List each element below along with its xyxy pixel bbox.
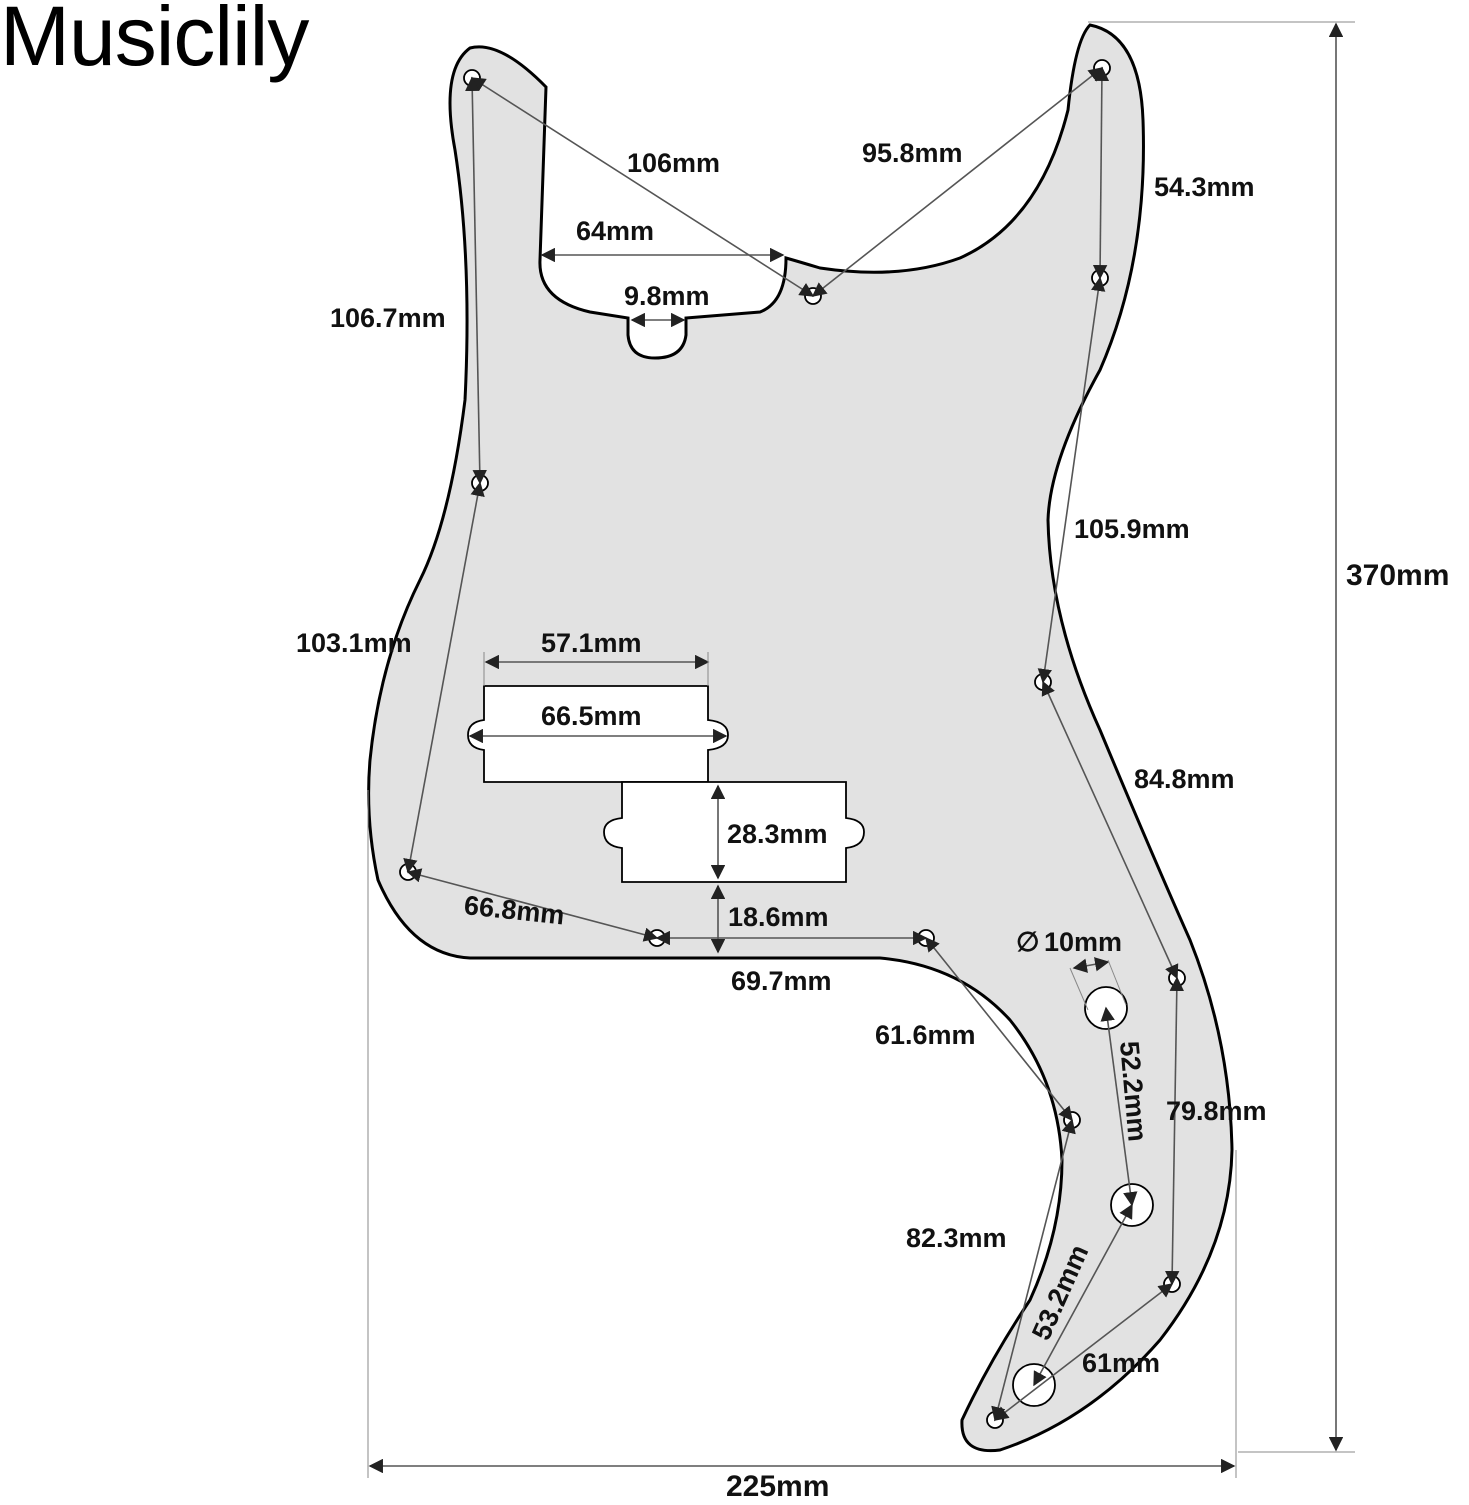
label-66-5mm: 66.5mm	[541, 701, 642, 731]
label-overall-width: 225mm	[726, 1470, 829, 1500]
label-79-8mm: 79.8mm	[1166, 1096, 1267, 1126]
label-diameter-symbol: ∅	[1016, 927, 1040, 957]
label-28-3mm: 28.3mm	[727, 819, 828, 849]
brand-logo-text: Musiclily	[0, 0, 309, 83]
dimension-labels: 106mm 95.8mm 54.3mm 64mm 9.8mm 106.7mm 1…	[296, 138, 1449, 1503]
label-57-1mm: 57.1mm	[541, 628, 642, 658]
label-10mm: 10mm	[1044, 927, 1122, 957]
label-105-9mm: 105.9mm	[1074, 514, 1190, 544]
label-61mm: 61mm	[1082, 1348, 1160, 1378]
label-9-8mm: 9.8mm	[624, 281, 710, 311]
label-64mm: 64mm	[576, 216, 654, 246]
label-82-3mm: 82.3mm	[906, 1223, 1007, 1253]
dimension-lines	[367, 21, 1355, 1478]
label-54-3mm: 54.3mm	[1154, 172, 1255, 202]
label-103-1mm: 103.1mm	[296, 628, 412, 658]
label-106-7mm: 106.7mm	[330, 303, 446, 333]
label-106mm: 106mm	[627, 148, 720, 178]
pickup-cutout-lower	[603, 781, 865, 883]
label-61-6mm: 61.6mm	[875, 1020, 976, 1050]
label-18-6mm: 18.6mm	[728, 902, 829, 932]
label-69-7mm: 69.7mm	[731, 966, 832, 996]
label-84-8mm: 84.8mm	[1134, 764, 1235, 794]
label-95-8mm: 95.8mm	[862, 138, 963, 168]
label-overall-height: 370mm	[1346, 559, 1449, 592]
